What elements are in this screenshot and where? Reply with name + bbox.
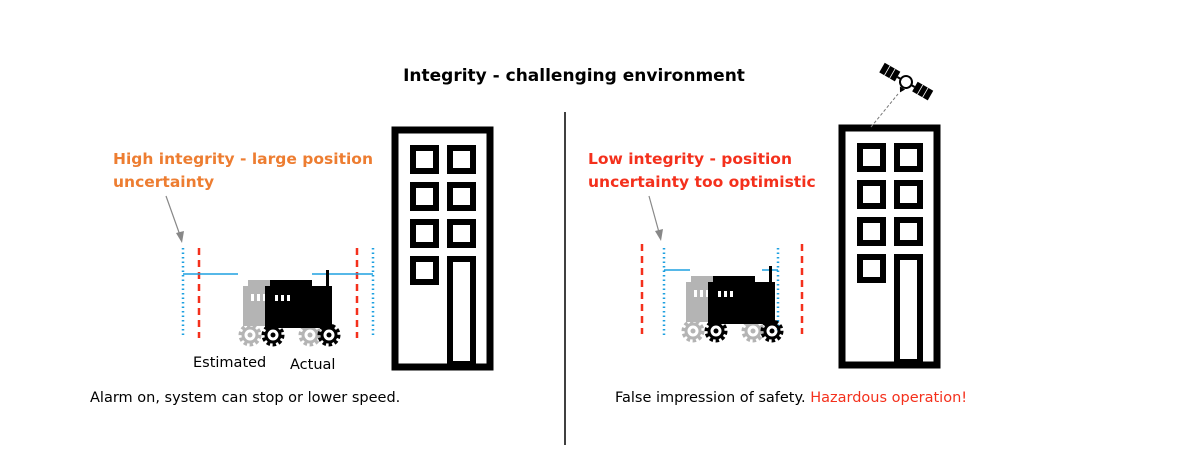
right-heading-line2: uncertainty too optimistic bbox=[588, 173, 816, 191]
diagram-title: Integrity - challenging environment bbox=[403, 66, 745, 86]
label-estimated: Estimated bbox=[193, 355, 266, 371]
right-heading-line1: Low integrity - position bbox=[588, 150, 792, 168]
satellite-signal-line bbox=[870, 93, 899, 128]
right-caption: False impression of safety. Hazardous op… bbox=[615, 390, 967, 406]
left-panel: High integrity - large position uncertai… bbox=[90, 130, 490, 406]
left-caption: Alarm on, system can stop or lower speed… bbox=[90, 390, 400, 406]
arrow-icon bbox=[648, 195, 663, 241]
building-icon bbox=[395, 130, 490, 367]
right-caption-normal: False impression of safety. bbox=[615, 390, 810, 406]
building-icon bbox=[842, 128, 937, 365]
left-heading-line2: uncertainty bbox=[113, 173, 214, 191]
label-actual: Actual bbox=[290, 357, 335, 373]
robot-icon bbox=[684, 266, 781, 340]
left-heading-line1: High integrity - large position bbox=[113, 150, 373, 168]
right-caption-alert: Hazardous operation! bbox=[810, 390, 967, 406]
satellite-icon bbox=[879, 62, 934, 101]
robot-icon bbox=[241, 270, 338, 344]
right-panel: Low integrity - position uncertainty too… bbox=[588, 62, 967, 406]
arrow-icon bbox=[165, 195, 184, 243]
